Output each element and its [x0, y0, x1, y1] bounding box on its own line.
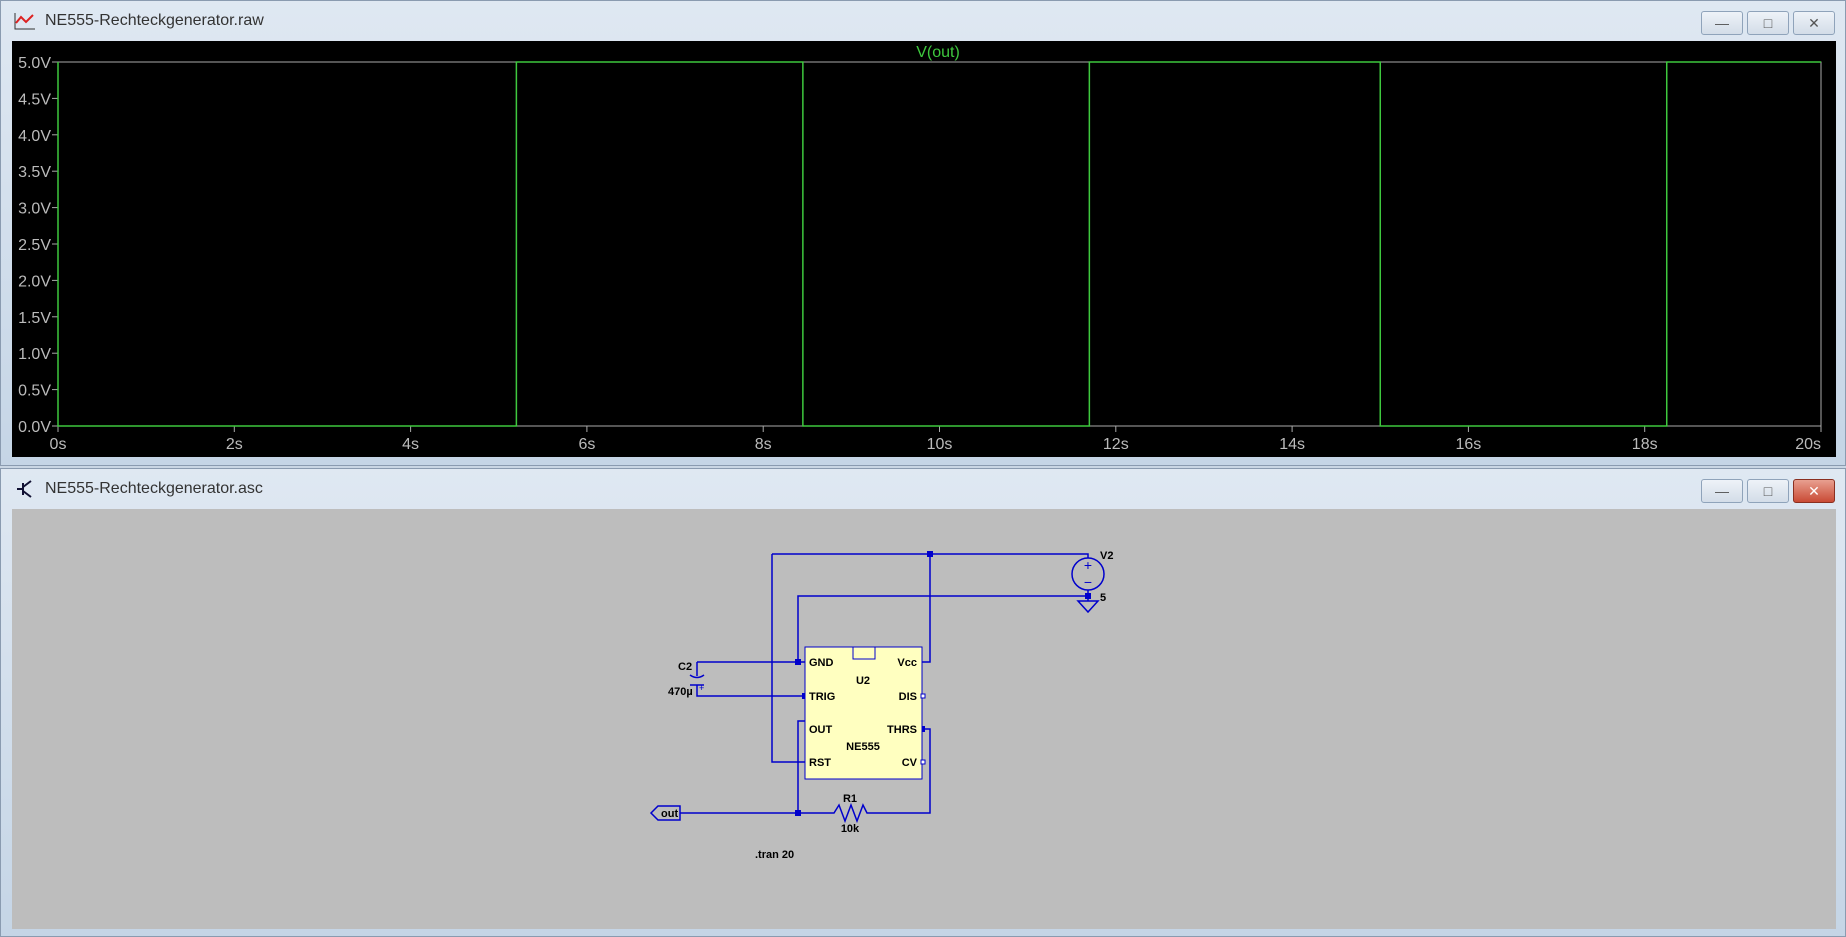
- x-tick-label: 2s: [226, 436, 243, 453]
- net-label-out[interactable]: out: [649, 805, 681, 821]
- y-tick-label: 5.0V: [18, 55, 51, 72]
- y-tick-label: 3.5V: [18, 164, 51, 181]
- svg-text:+: +: [1084, 557, 1092, 573]
- plot-window-titlebar[interactable]: NE555-Rechteckgenerator.raw: [1, 1, 1845, 41]
- y-tick-label: 2.0V: [18, 273, 51, 290]
- v2-value: 5: [1100, 592, 1106, 604]
- pin-trig: TRIG: [809, 691, 835, 703]
- ic-model: NE555: [846, 741, 880, 753]
- y-tick-label: 0.0V: [18, 419, 51, 436]
- y-tick-label: 2.5V: [18, 237, 51, 254]
- pin-gnd: GND: [809, 657, 834, 669]
- pin-vcc: Vcc: [897, 657, 917, 669]
- close-button[interactable]: ✕: [1793, 479, 1835, 503]
- maximize-button[interactable]: □: [1747, 479, 1789, 503]
- x-tick-label: 12s: [1103, 436, 1129, 453]
- pin-thrs: THRS: [887, 724, 917, 736]
- x-tick-label: 20s: [1795, 436, 1821, 453]
- x-tick-label: 10s: [927, 436, 953, 453]
- waveform-icon: [14, 13, 35, 30]
- net-label-text: out: [661, 808, 678, 820]
- minimize-button[interactable]: —: [1701, 479, 1743, 503]
- x-tick-label: 4s: [402, 436, 419, 453]
- schematic-window: NE555-Rechteckgenerator.asc — □ ✕ + − V2…: [0, 468, 1846, 937]
- c2-name: C2: [678, 661, 692, 673]
- pin-cv: CV: [902, 757, 918, 769]
- y-tick-label: 4.5V: [18, 91, 51, 108]
- x-tick-label: 14s: [1279, 436, 1305, 453]
- trace-label[interactable]: V(out): [916, 44, 960, 61]
- u2-ne555[interactable]: U2 NE555 GND TRIG OUT RST Vcc DIS THRS C…: [804, 646, 926, 780]
- x-tick-label: 18s: [1632, 436, 1658, 453]
- waveform-plot[interactable]: V(out) 0s 2s 4s 6s 8s 10s 12s 14s 16s 18s 20s 0.0V 0…: [12, 41, 1838, 457]
- trace-vout: [57, 61, 1821, 427]
- y-tick-label: 3.0V: [18, 201, 51, 218]
- pin-rst: RST: [809, 757, 831, 769]
- c2-plus: +: [699, 683, 704, 693]
- x-tick-label: 8s: [755, 436, 772, 453]
- schematic-canvas[interactable]: + − V2 5 + C2 470µ U2 NE555 GND TRIG OUT…: [12, 509, 1838, 929]
- x-tick-label: 16s: [1456, 436, 1482, 453]
- r1-resistor[interactable]: R1 10k: [841, 793, 860, 835]
- schematic-window-titlebar[interactable]: NE555-Rechteckgenerator.asc: [1, 469, 1845, 509]
- c2-value: 470µ: [668, 686, 693, 698]
- plot-window: NE555-Rechteckgenerator.raw — □ ✕ V(out)…: [0, 0, 1846, 466]
- pin-dis: DIS: [899, 691, 917, 703]
- v2-voltage-source[interactable]: + − V2 5: [1071, 550, 1113, 604]
- svg-text:−: −: [1084, 574, 1092, 590]
- x-tick-label: 6s: [578, 436, 595, 453]
- r1-name: R1: [843, 793, 857, 805]
- y-tick-label: 4.0V: [18, 128, 51, 145]
- ground-icon: [1076, 600, 1100, 614]
- plot-window-title: NE555-Rechteckgenerator.raw: [45, 12, 264, 29]
- y-tick-label: 0.5V: [18, 383, 51, 400]
- r1-value: 10k: [841, 823, 860, 835]
- v2-name: V2: [1100, 550, 1113, 562]
- y-tick-label: 1.0V: [18, 346, 51, 363]
- x-tick-label: 0s: [50, 436, 67, 453]
- transistor-icon: [17, 480, 32, 498]
- plot-frame: [57, 61, 1822, 427]
- schematic-window-title: NE555-Rechteckgenerator.asc: [45, 480, 263, 497]
- maximize-button[interactable]: □: [1747, 11, 1789, 35]
- pin-out: OUT: [809, 724, 833, 736]
- minimize-button[interactable]: —: [1701, 11, 1743, 35]
- spice-directive[interactable]: .tran 20: [755, 849, 794, 861]
- ic-name: U2: [856, 675, 870, 687]
- y-tick-label: 1.5V: [18, 310, 51, 327]
- c2-capacitor[interactable]: + C2 470µ: [668, 661, 705, 698]
- close-button[interactable]: ✕: [1793, 11, 1835, 35]
